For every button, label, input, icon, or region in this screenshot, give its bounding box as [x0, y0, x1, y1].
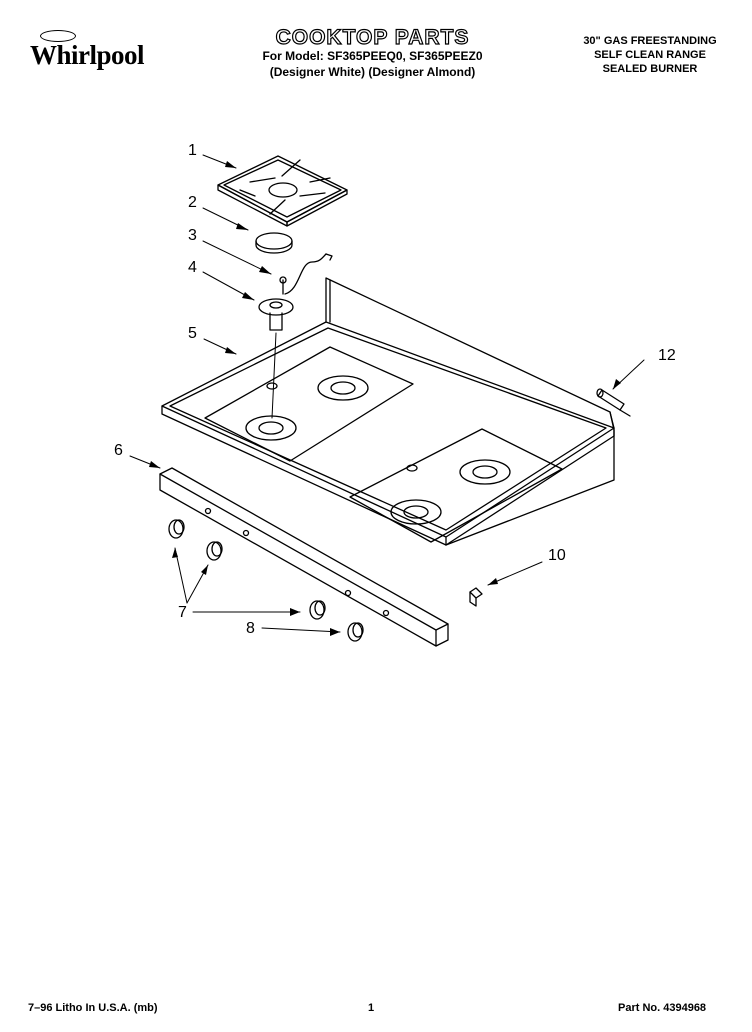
- callout-5: 5: [188, 325, 197, 342]
- callout-10: 10: [548, 547, 566, 564]
- brand-name: Whirlpool: [29, 40, 145, 70]
- control-knob: [347, 622, 364, 642]
- callout-12: 12: [658, 347, 676, 364]
- control-knob: [309, 600, 326, 620]
- control-knob: [168, 519, 185, 539]
- callout-2: 2: [188, 194, 197, 211]
- leader-lines: [129, 154, 645, 633]
- control-knob: [206, 541, 223, 561]
- footer-litho: 7–96 Litho In U.S.A. (mb): [28, 1002, 158, 1014]
- footer-page-number: 1: [368, 1002, 375, 1014]
- spec-line-3: SEALED BURNER: [602, 63, 698, 75]
- spark-igniter: [279, 253, 333, 295]
- model-numbers: For Model: SF365PEEQ0, SF365PEEZ0: [262, 49, 483, 63]
- spec-line-1: 30" GAS FREESTANDING: [583, 35, 717, 47]
- callout-3: 3: [188, 227, 197, 244]
- cooktop-main-top: [161, 277, 615, 546]
- spec-line-2: SELF CLEAN RANGE: [594, 49, 706, 61]
- logo-oval-mark: [40, 30, 76, 42]
- screw-spacer: [596, 388, 631, 417]
- retaining-clip: [469, 587, 483, 607]
- manifold-panel: [159, 467, 449, 647]
- footer-part-number: Part No. 4394968: [618, 1002, 707, 1014]
- leader-arrowheads: [149, 161, 621, 636]
- burner-grate: [217, 155, 348, 227]
- callout-1: 1: [188, 142, 197, 159]
- burner-cap: [255, 232, 293, 254]
- callout-6: 6: [114, 442, 123, 459]
- callout-8: 8: [246, 620, 255, 637]
- page-title: COOKTOP PARTS: [275, 25, 470, 49]
- whirlpool-logo: Whirlpool: [12, 28, 162, 78]
- callout-4: 4: [188, 259, 197, 276]
- burner-base: [258, 298, 294, 419]
- callout-7: 7: [178, 604, 187, 621]
- model-colors: (Designer White) (Designer Almond): [269, 65, 476, 79]
